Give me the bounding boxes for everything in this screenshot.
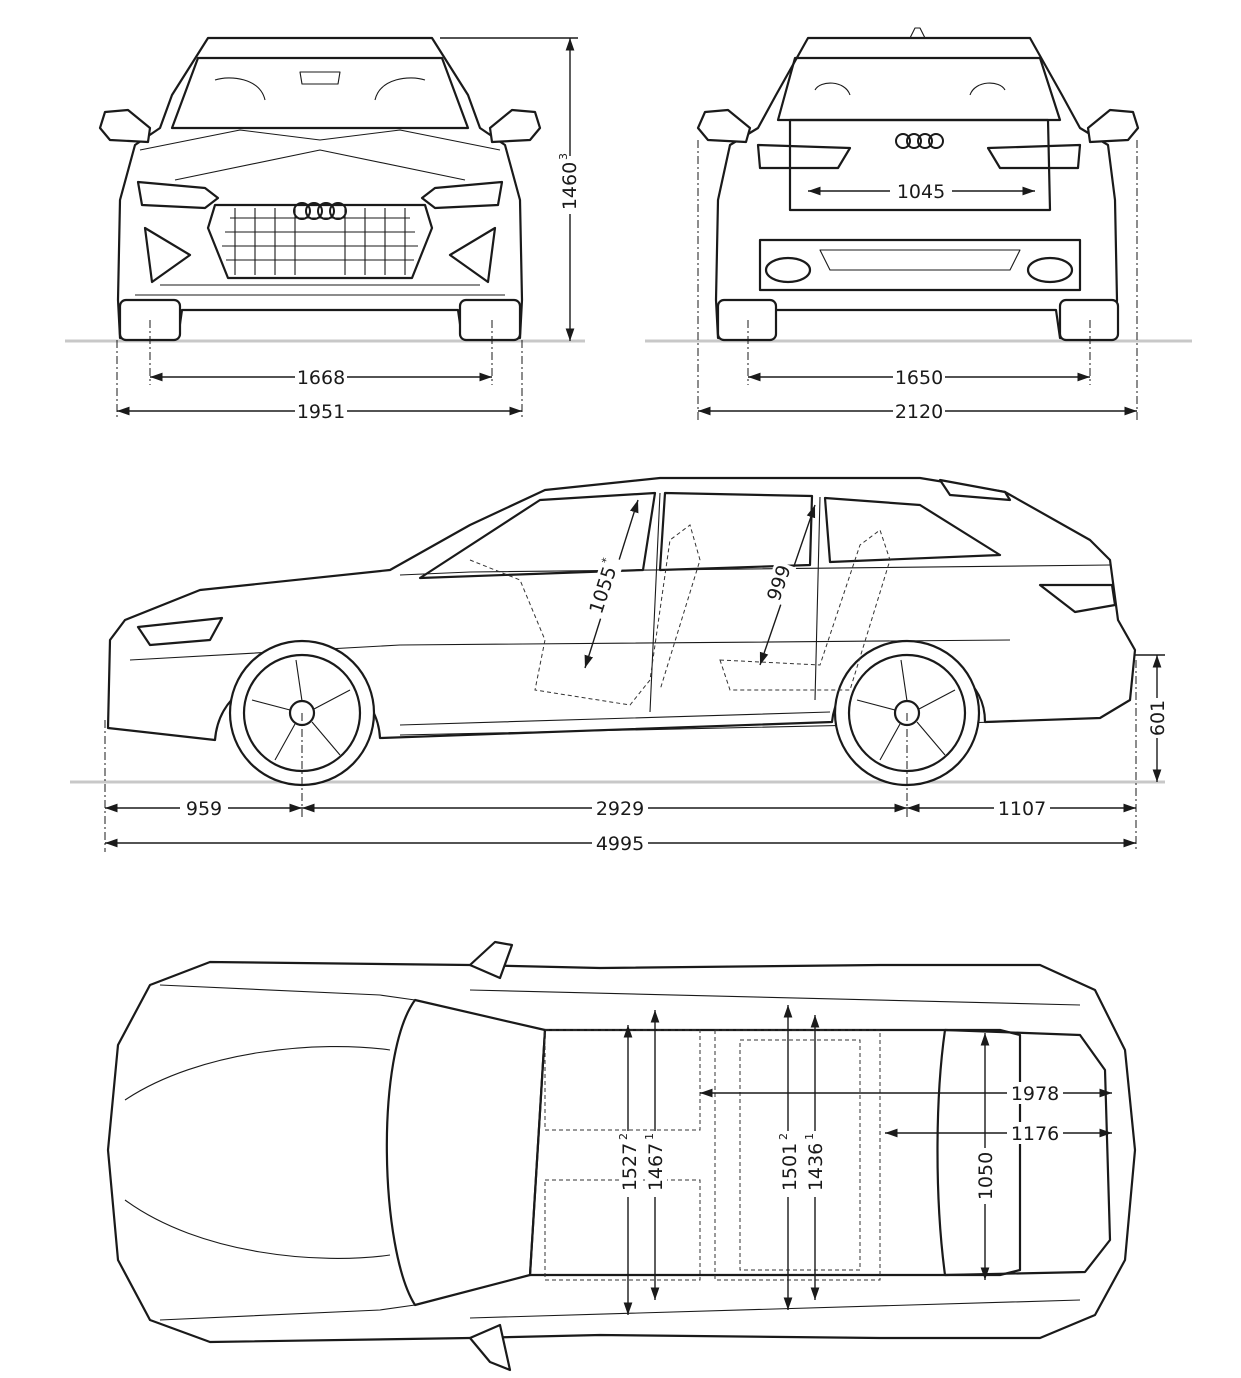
side-view	[70, 476, 1165, 787]
sill-height-label: 601	[1147, 700, 1169, 736]
front-track-label: 1668	[297, 367, 345, 389]
front-elbow-width-label: 1467	[645, 1143, 667, 1191]
top-windscreen	[385, 998, 547, 1307]
front-overhang-label: 959	[186, 798, 222, 820]
right-mirror	[488, 108, 542, 144]
front-body	[116, 36, 524, 340]
front-width-label: 1951	[297, 401, 345, 423]
front-windscreen	[170, 56, 470, 130]
left-headlight	[136, 180, 220, 210]
right-headlight	[420, 180, 504, 210]
left-mirror	[98, 108, 152, 144]
rear-elbow-width-label: 1436	[805, 1143, 827, 1191]
cargo-length-label: 1176	[1011, 1123, 1059, 1145]
length-label: 4995	[596, 833, 644, 855]
height-superscript: 3	[557, 153, 570, 160]
left-tail-light	[756, 143, 852, 170]
rear-window	[776, 56, 1062, 122]
rear-width-label: 2120	[895, 401, 943, 423]
front-elbow-width-superscript: 1	[643, 1133, 656, 1140]
tailgate	[788, 118, 1052, 212]
front-audi-rings-logo	[293, 202, 347, 220]
rear-elbow-width-superscript: 1	[803, 1133, 816, 1140]
rear-track-label: 1650	[895, 367, 943, 389]
top-rear-window	[936, 1028, 1112, 1277]
top-left-mirror	[468, 940, 514, 980]
loading-width-label: 1045	[897, 181, 945, 203]
wheelbase-label: 2929	[596, 798, 644, 820]
top-roof	[528, 1028, 1022, 1277]
front-view	[65, 36, 585, 343]
rear-left-mirror	[696, 108, 752, 144]
front-grille	[206, 203, 434, 280]
rear-overhang-label: 1107	[998, 798, 1046, 820]
front-shoulder-width-superscript: 2	[617, 1133, 630, 1140]
front-shoulder-width-label: 1527	[619, 1143, 641, 1191]
rear-audi-rings-logo	[895, 133, 944, 149]
rear-shoulder-width-superscript: 2	[777, 1133, 790, 1140]
cargo-width-label: 1050	[975, 1152, 997, 1200]
front-headroom-superscript: *	[599, 556, 613, 566]
height-label: 1460	[559, 162, 581, 210]
right-tail-light	[986, 143, 1082, 170]
cargo-length-rear-seats-down-label: 1978	[1011, 1083, 1059, 1105]
rear-shoulder-width-label: 1501	[779, 1143, 801, 1191]
top-right-mirror	[468, 1323, 512, 1372]
rear-right-mirror	[1086, 108, 1140, 144]
